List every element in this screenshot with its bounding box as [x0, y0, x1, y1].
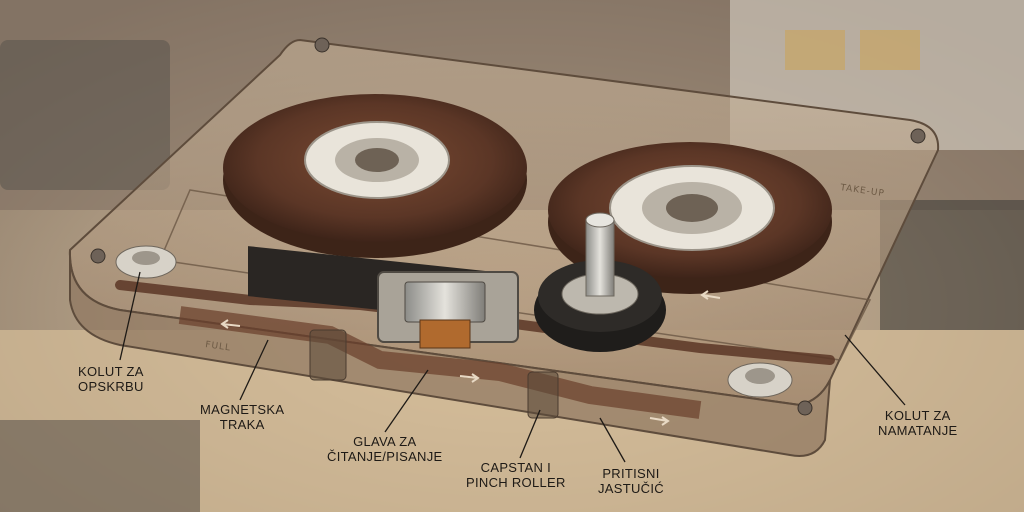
- label-read-write-head: GLAVA ZA ČITANJE/PISANJE: [327, 434, 443, 464]
- read-write-head: [377, 271, 519, 349]
- capstan-pinch-roller: [534, 212, 666, 352]
- label-magnetic-tape: MAGNETSKA TRAKA: [200, 402, 285, 432]
- background-meter-2: [860, 30, 920, 70]
- label-supply-reel: KOLUT ZA OPSKRBU: [78, 364, 144, 394]
- arrow-icon: [459, 373, 480, 383]
- screws: [90, 37, 926, 416]
- leader-lines: [119, 271, 906, 463]
- capstan-shaft-top: [585, 212, 615, 228]
- screw-icon: [90, 248, 106, 264]
- tape-path-front: [178, 306, 702, 419]
- leader-magnetic-tape: [239, 339, 269, 401]
- takeup-guide-roller: [727, 362, 793, 398]
- label-pressure-pad: PRITISNI JASTUČIĆ: [598, 466, 664, 496]
- screw-icon: [910, 128, 926, 144]
- capstan-shaft: [585, 219, 615, 297]
- arrow-icon: [220, 319, 241, 329]
- label-takeup-reel: KOLUT ZA NAMATANJE: [878, 408, 958, 438]
- leader-supply-reel: [119, 271, 141, 361]
- supply-guide-roller: [115, 245, 177, 279]
- leader-takeup-reel: [844, 334, 906, 406]
- tape-arrows: [220, 290, 721, 426]
- supply-reel: [223, 94, 527, 258]
- leader-capstan: [519, 409, 541, 459]
- label-capstan-pinch-roller: CAPSTAN I PINCH ROLLER: [466, 460, 566, 490]
- supply-reel-hub-hole: [355, 148, 399, 172]
- full-mark: FULL: [205, 340, 232, 353]
- background-device-bottom-left: [0, 420, 200, 512]
- screw-icon: [314, 37, 330, 53]
- leader-head: [384, 369, 429, 433]
- background-device-left: [0, 40, 170, 190]
- background-meter-1: [785, 30, 845, 70]
- arrow-icon: [700, 290, 721, 300]
- takeup-reel-hub-hole: [666, 194, 718, 222]
- takeup-reel: [548, 142, 832, 294]
- front-openings: [309, 329, 559, 419]
- leader-pressure-pad: [599, 417, 626, 463]
- arrow-icon: [649, 416, 670, 426]
- screw-icon: [797, 400, 813, 416]
